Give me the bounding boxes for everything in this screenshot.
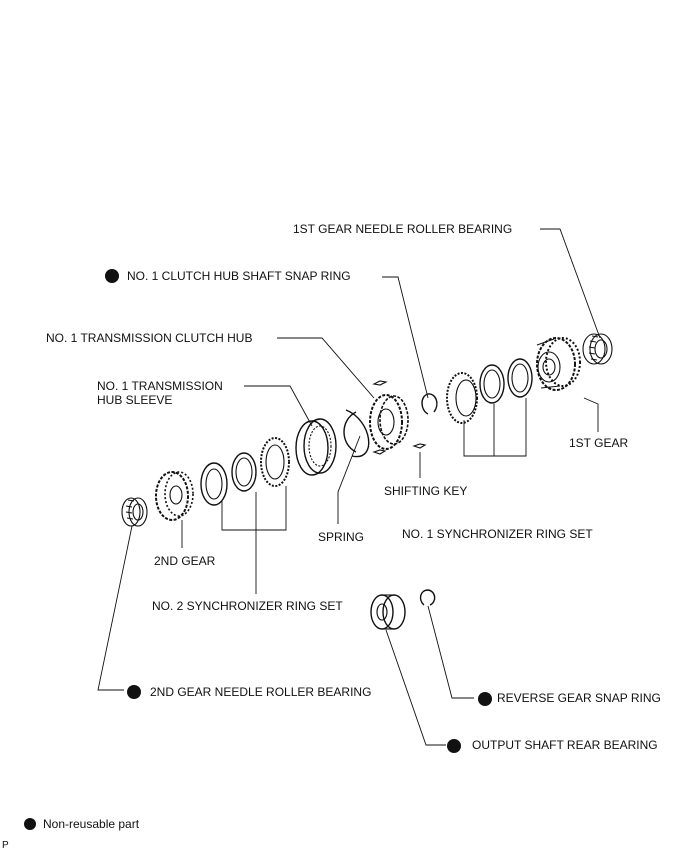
label-transmission-clutch-hub: NO. 1 TRANSMISSION CLUTCH HUB <box>46 331 253 345</box>
label-no1-synchronizer-ring-set: NO. 1 SYNCHRONIZER RING SET <box>402 527 593 541</box>
label-reverse-gear-snap-ring: REVERSE GEAR SNAP RING <box>497 691 661 705</box>
label-spring: SPRING <box>318 530 365 544</box>
1st-gear-needle-roller-bearing <box>582 333 613 365</box>
label-hub-sleeve-line2: HUB SLEEVE <box>97 393 173 407</box>
reverse-gear-snap-ring <box>419 589 436 606</box>
2nd-gear-needle-roller-bearing <box>121 497 148 527</box>
leader-lines <box>97 228 601 746</box>
label-clutch-hub-shaft-snap-ring: NO. 1 CLUTCH HUB SHAFT SNAP RING <box>127 269 351 283</box>
non-reusable-marker-snap-ring <box>105 269 119 283</box>
legend-non-reusable-text: Non-reusable part <box>43 817 140 831</box>
no2-synchronizer-ring-set <box>200 437 290 506</box>
transmission-hub-sleeve <box>295 418 337 476</box>
label-2nd-gear: 2ND GEAR <box>154 554 216 568</box>
label-2nd-gear-needle-roller-bearing: 2ND GEAR NEEDLE ROLLER BEARING <box>150 685 372 699</box>
legend-marker-icon <box>24 818 36 830</box>
label-1st-gear-needle-roller-bearing: 1ST GEAR NEEDLE ROLLER BEARING <box>293 222 513 236</box>
spring-ring-left <box>343 411 357 453</box>
label-1st-gear: 1ST GEAR <box>569 436 629 450</box>
no1-synchronizer-ring-set <box>446 358 533 424</box>
label-hub-sleeve-line1: NO. 1 TRANSMISSION <box>97 379 223 393</box>
non-reusable-marker-output-bearing <box>447 739 461 753</box>
corner-mark: P <box>2 840 9 851</box>
output-shaft-rear-bearing <box>370 594 406 630</box>
non-reusable-marker-reverse-snap-ring <box>478 692 492 706</box>
label-shifting-key: SHIFTING KEY <box>384 484 468 498</box>
shifting-keys <box>372 380 427 455</box>
2nd-gear <box>155 471 194 521</box>
label-no2-synchronizer-ring-set: NO. 2 SYNCHRONIZER RING SET <box>152 599 343 613</box>
1st-gear <box>536 337 581 391</box>
non-reusable-marker-2nd-bearing <box>127 685 141 699</box>
transmission-clutch-hub <box>369 394 409 450</box>
label-output-shaft-rear-bearing: OUTPUT SHAFT REAR BEARING <box>472 738 658 752</box>
clutch-hub-shaft-snap-ring <box>421 393 438 415</box>
